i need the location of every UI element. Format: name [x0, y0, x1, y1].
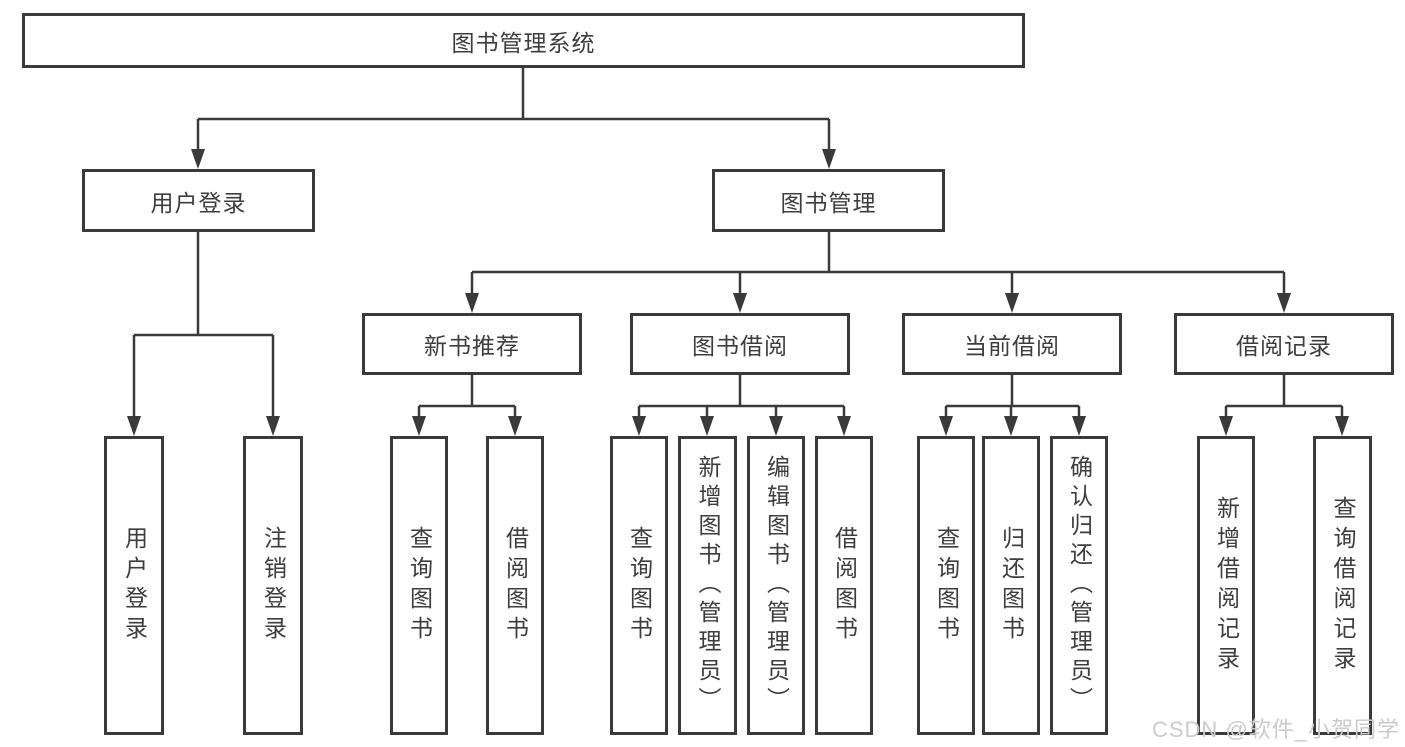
leaf-current-return-book: 归还图书 — [982, 436, 1040, 735]
leaf-recommend-query-book: 查询图书 — [390, 436, 448, 735]
node-new-book-recommendation-label: 新书推荐 — [424, 333, 520, 359]
leaf-borrow-borrow-book: 借阅图书 — [815, 436, 873, 735]
leaf-records-query-record: 查询借阅记录 — [1313, 436, 1372, 735]
leaf-current-confirm-return-admin-label: 确认归还（管理员） — [1066, 455, 1093, 716]
leaf-recommend-borrow-book-label: 借阅图书 — [502, 525, 529, 646]
leaf-logout-label: 注销登录 — [260, 525, 287, 646]
node-library-system: 图书管理系统 — [22, 13, 1025, 68]
leaf-borrow-query-book: 查询图书 — [610, 436, 668, 735]
leaf-borrow-borrow-book-label: 借阅图书 — [831, 525, 858, 646]
node-user-login-label: 用户登录 — [150, 189, 247, 216]
leaf-borrow-query-book-label: 查询图书 — [626, 525, 653, 646]
node-new-book-recommendation: 新书推荐 — [362, 313, 582, 375]
node-borrowing-records: 借阅记录 — [1174, 313, 1394, 375]
leaf-user-login: 用户登录 — [104, 436, 164, 735]
leaf-current-return-book-label: 归还图书 — [998, 525, 1025, 646]
node-book-borrowing: 图书借阅 — [630, 313, 850, 375]
node-book-management-label: 图书管理 — [780, 189, 877, 216]
leaf-user-login-label: 用户登录 — [121, 525, 148, 646]
leaf-current-query-book: 查询图书 — [917, 436, 975, 735]
node-book-borrowing-label: 图书借阅 — [692, 333, 788, 359]
leaf-borrow-add-book-admin-label: 新增图书（管理员） — [695, 455, 721, 716]
csdn-watermark: CSDN @软件_小贺同学 — [1151, 717, 1400, 742]
leaf-logout: 注销登录 — [243, 436, 303, 735]
node-book-management: 图书管理 — [712, 169, 945, 232]
leaf-records-query-record-label: 查询借阅记录 — [1330, 495, 1356, 676]
node-user-login: 用户登录 — [82, 169, 315, 232]
node-current-borrowing: 当前借阅 — [902, 313, 1122, 375]
leaf-recommend-query-book-label: 查询图书 — [406, 525, 433, 646]
node-borrowing-records-label: 借阅记录 — [1236, 333, 1332, 359]
leaf-current-query-book-label: 查询图书 — [933, 525, 960, 646]
node-library-system-label: 图书管理系统 — [451, 29, 596, 56]
leaf-borrow-add-book-admin: 新增图书（管理员） — [678, 436, 737, 735]
leaf-current-confirm-return-admin: 确认归还（管理员） — [1050, 436, 1108, 735]
leaf-borrow-edit-book-admin: 编辑图书（管理员） — [747, 436, 805, 735]
node-current-borrowing-label: 当前借阅 — [964, 333, 1060, 359]
leaf-records-add-record-label: 新增借阅记录 — [1213, 495, 1240, 676]
leaf-recommend-borrow-book: 借阅图书 — [486, 436, 544, 735]
leaf-borrow-edit-book-admin-label: 编辑图书（管理员） — [763, 455, 790, 716]
leaf-records-add-record: 新增借阅记录 — [1197, 436, 1255, 735]
